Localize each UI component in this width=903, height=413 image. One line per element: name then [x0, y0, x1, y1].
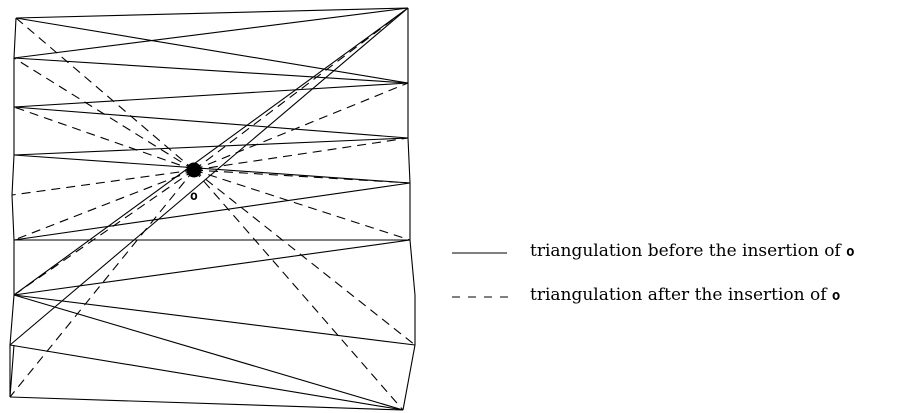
dashed-edge	[193, 169, 411, 241]
triangulation-diagram: o	[9, 7, 416, 411]
boundary-bottom	[9, 396, 404, 411]
legend-dashed-symbol: o	[831, 288, 841, 304]
boundary-right	[402, 8, 416, 411]
solid-edge	[13, 294, 416, 346]
point-label: o	[190, 189, 198, 204]
legend-solid-text: triangulation before the insertion of	[530, 241, 847, 261]
solid-edge	[13, 82, 409, 108]
boundary-top	[15, 7, 409, 19]
legend-solid-symbol: o	[846, 244, 855, 260]
dashed-edges	[9, 7, 416, 411]
dashed-edge	[13, 106, 195, 171]
solid-edge	[13, 137, 409, 156]
dashed-edge	[193, 169, 411, 184]
legend-solid-label: triangulation before the insertion of o	[530, 241, 855, 261]
solid-edge	[13, 7, 409, 59]
dashed-edge	[193, 137, 409, 171]
legend-dashed-label: triangulation after the insertion of o	[530, 285, 840, 305]
dashed-line-sample	[452, 289, 512, 301]
dashed-edge	[9, 169, 195, 398]
solid-edge	[9, 7, 409, 346]
solid-edge	[13, 7, 409, 296]
legend-solid-row: triangulation before the insertion of o	[452, 240, 855, 262]
solid-edge	[9, 344, 404, 411]
solid-edge	[13, 57, 409, 84]
solid-edge	[13, 154, 411, 184]
dashed-edge	[13, 57, 195, 171]
dashed-edge	[193, 82, 409, 171]
solid-edge	[15, 17, 409, 84]
legend-dashed-text: triangulation after the insertion of	[530, 285, 832, 305]
dashed-edge	[193, 169, 416, 346]
solid-edge	[13, 239, 411, 296]
solid-line-sample	[452, 245, 512, 257]
solid-edge	[9, 344, 15, 398]
dashed-edge	[193, 169, 404, 411]
dashed-edge	[15, 17, 195, 171]
legend-dashed-row: triangulation after the insertion of o	[452, 284, 840, 306]
solid-edge	[13, 182, 411, 241]
inserted-point	[186, 162, 202, 178]
dashed-edge	[11, 169, 195, 196]
solid-edges	[9, 7, 416, 411]
solid-edge	[13, 106, 409, 139]
solid-edge	[13, 294, 404, 411]
dashed-edge	[13, 169, 195, 296]
dashed-edge	[13, 169, 195, 241]
